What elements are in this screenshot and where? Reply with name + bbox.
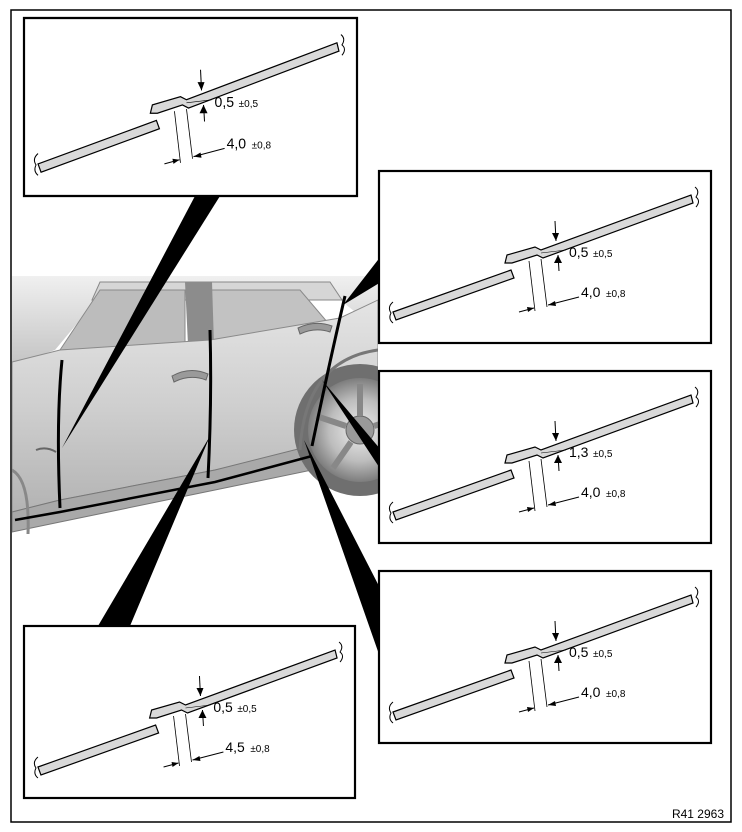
left-end-break: [388, 301, 394, 324]
panel-rear-door-bottom: 0,5 ±0,5 4,0 ±0,8: [377, 569, 713, 745]
detail-panels: 0,5 ±0,5 4,0 ±0,8 0,5 ±0,5 4,0 ±0,8 1,3 ±0,5 4,0 ±0…: [22, 16, 713, 800]
overlap-tolerance: ±0,8: [606, 689, 626, 700]
gap-tolerance: ±0,5: [593, 249, 613, 260]
overlap-value: 4,0: [581, 684, 601, 700]
overlap-value: 4,5: [225, 739, 245, 755]
lower-panel-edge: [37, 119, 161, 173]
right-end-break: [694, 186, 699, 208]
panel-front-door-top: 0,5 ±0,5 4,0 ±0,8: [22, 16, 359, 198]
gap-tolerance: ±0,5: [593, 649, 613, 660]
right-end-break: [694, 386, 699, 408]
left-end-break: [33, 756, 39, 779]
gap-value: 0,5: [569, 644, 589, 660]
upper-panel-edge: [148, 649, 338, 719]
gap-value: 0,5: [215, 95, 235, 111]
panel-rear-door-middle: 1,3 ±0,5 4,0 ±0,8: [377, 369, 713, 545]
lower-panel-edge: [392, 469, 515, 521]
upper-panel-edge: [504, 194, 694, 264]
overlap-value: 4,0: [581, 284, 601, 300]
gap-tolerance: ±0,5: [593, 449, 613, 460]
upper-panel-edge: [504, 594, 694, 664]
right-end-break: [694, 586, 699, 608]
left-end-break: [388, 501, 394, 524]
upper-panel-edge: [149, 42, 340, 114]
gap-value: 0,5: [213, 699, 233, 715]
overlap-value: 4,0: [227, 136, 247, 152]
callout-wedge-rear-top: [343, 256, 381, 305]
gap-value: 0,5: [569, 244, 589, 260]
right-end-break: [338, 641, 344, 663]
right-end-break: [340, 34, 345, 56]
left-end-break: [388, 701, 394, 724]
callout-wedge-rear-middle: [322, 380, 381, 470]
overlap-tolerance: ±0,8: [606, 289, 626, 300]
overlap-tolerance: ±0,8: [252, 140, 272, 151]
panel-rear-door-top: 0,5 ±0,5 4,0 ±0,8: [377, 169, 713, 345]
callout-wedge-front-top: [62, 196, 220, 448]
reference-code: R41 2963: [672, 807, 724, 821]
left-end-break: [33, 153, 39, 176]
overlap-value: 4,0: [581, 484, 601, 500]
upper-panel-edge: [504, 394, 694, 464]
gap-value: 1,3: [569, 444, 589, 460]
car-side-illustration: [12, 276, 378, 534]
overlap-tolerance: ±0,8: [606, 489, 626, 500]
overlap-tolerance: ±0,8: [250, 744, 270, 755]
lower-panel-edge: [37, 724, 160, 776]
lower-panel-edge: [392, 269, 515, 321]
panel-front-door-bottom: 0,5 ±0,5 4,5 ±0,8: [22, 624, 357, 800]
callout-wedge-front-bottom: [98, 436, 210, 626]
gap-tolerance: ±0,5: [237, 704, 257, 715]
gap-tolerance: ±0,5: [239, 99, 259, 110]
lower-panel-edge: [392, 669, 515, 721]
callout-wedge-rear-bottom: [304, 440, 381, 660]
